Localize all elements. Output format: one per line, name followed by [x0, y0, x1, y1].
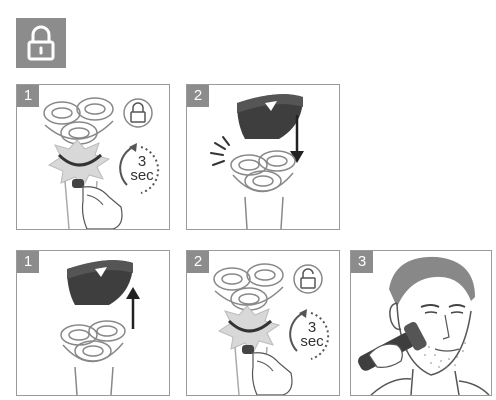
unlock-step-2-panel: 2 3 sec	[186, 250, 340, 396]
unlock-step-3-panel: 3	[350, 250, 492, 396]
remove-cap-illustration	[17, 251, 169, 395]
lock-step-1-panel: 1 3 sec	[16, 84, 170, 230]
lock-mode-header	[16, 18, 66, 68]
lock-step-2-panel: 2	[186, 84, 340, 230]
timer-label: 3 sec	[129, 155, 155, 183]
step-number: 3	[351, 251, 373, 273]
attach-cap-illustration	[187, 85, 339, 229]
timer-unit: sec	[299, 335, 325, 349]
step-number: 2	[187, 85, 209, 107]
timer-label: 3 sec	[299, 321, 325, 349]
step-number: 1	[17, 85, 39, 107]
step-number: 1	[17, 251, 39, 273]
step-number: 2	[187, 251, 209, 273]
timer-unit: sec	[129, 169, 155, 183]
lock-icon	[16, 18, 66, 68]
unlock-step-1-panel: 1	[16, 250, 170, 396]
